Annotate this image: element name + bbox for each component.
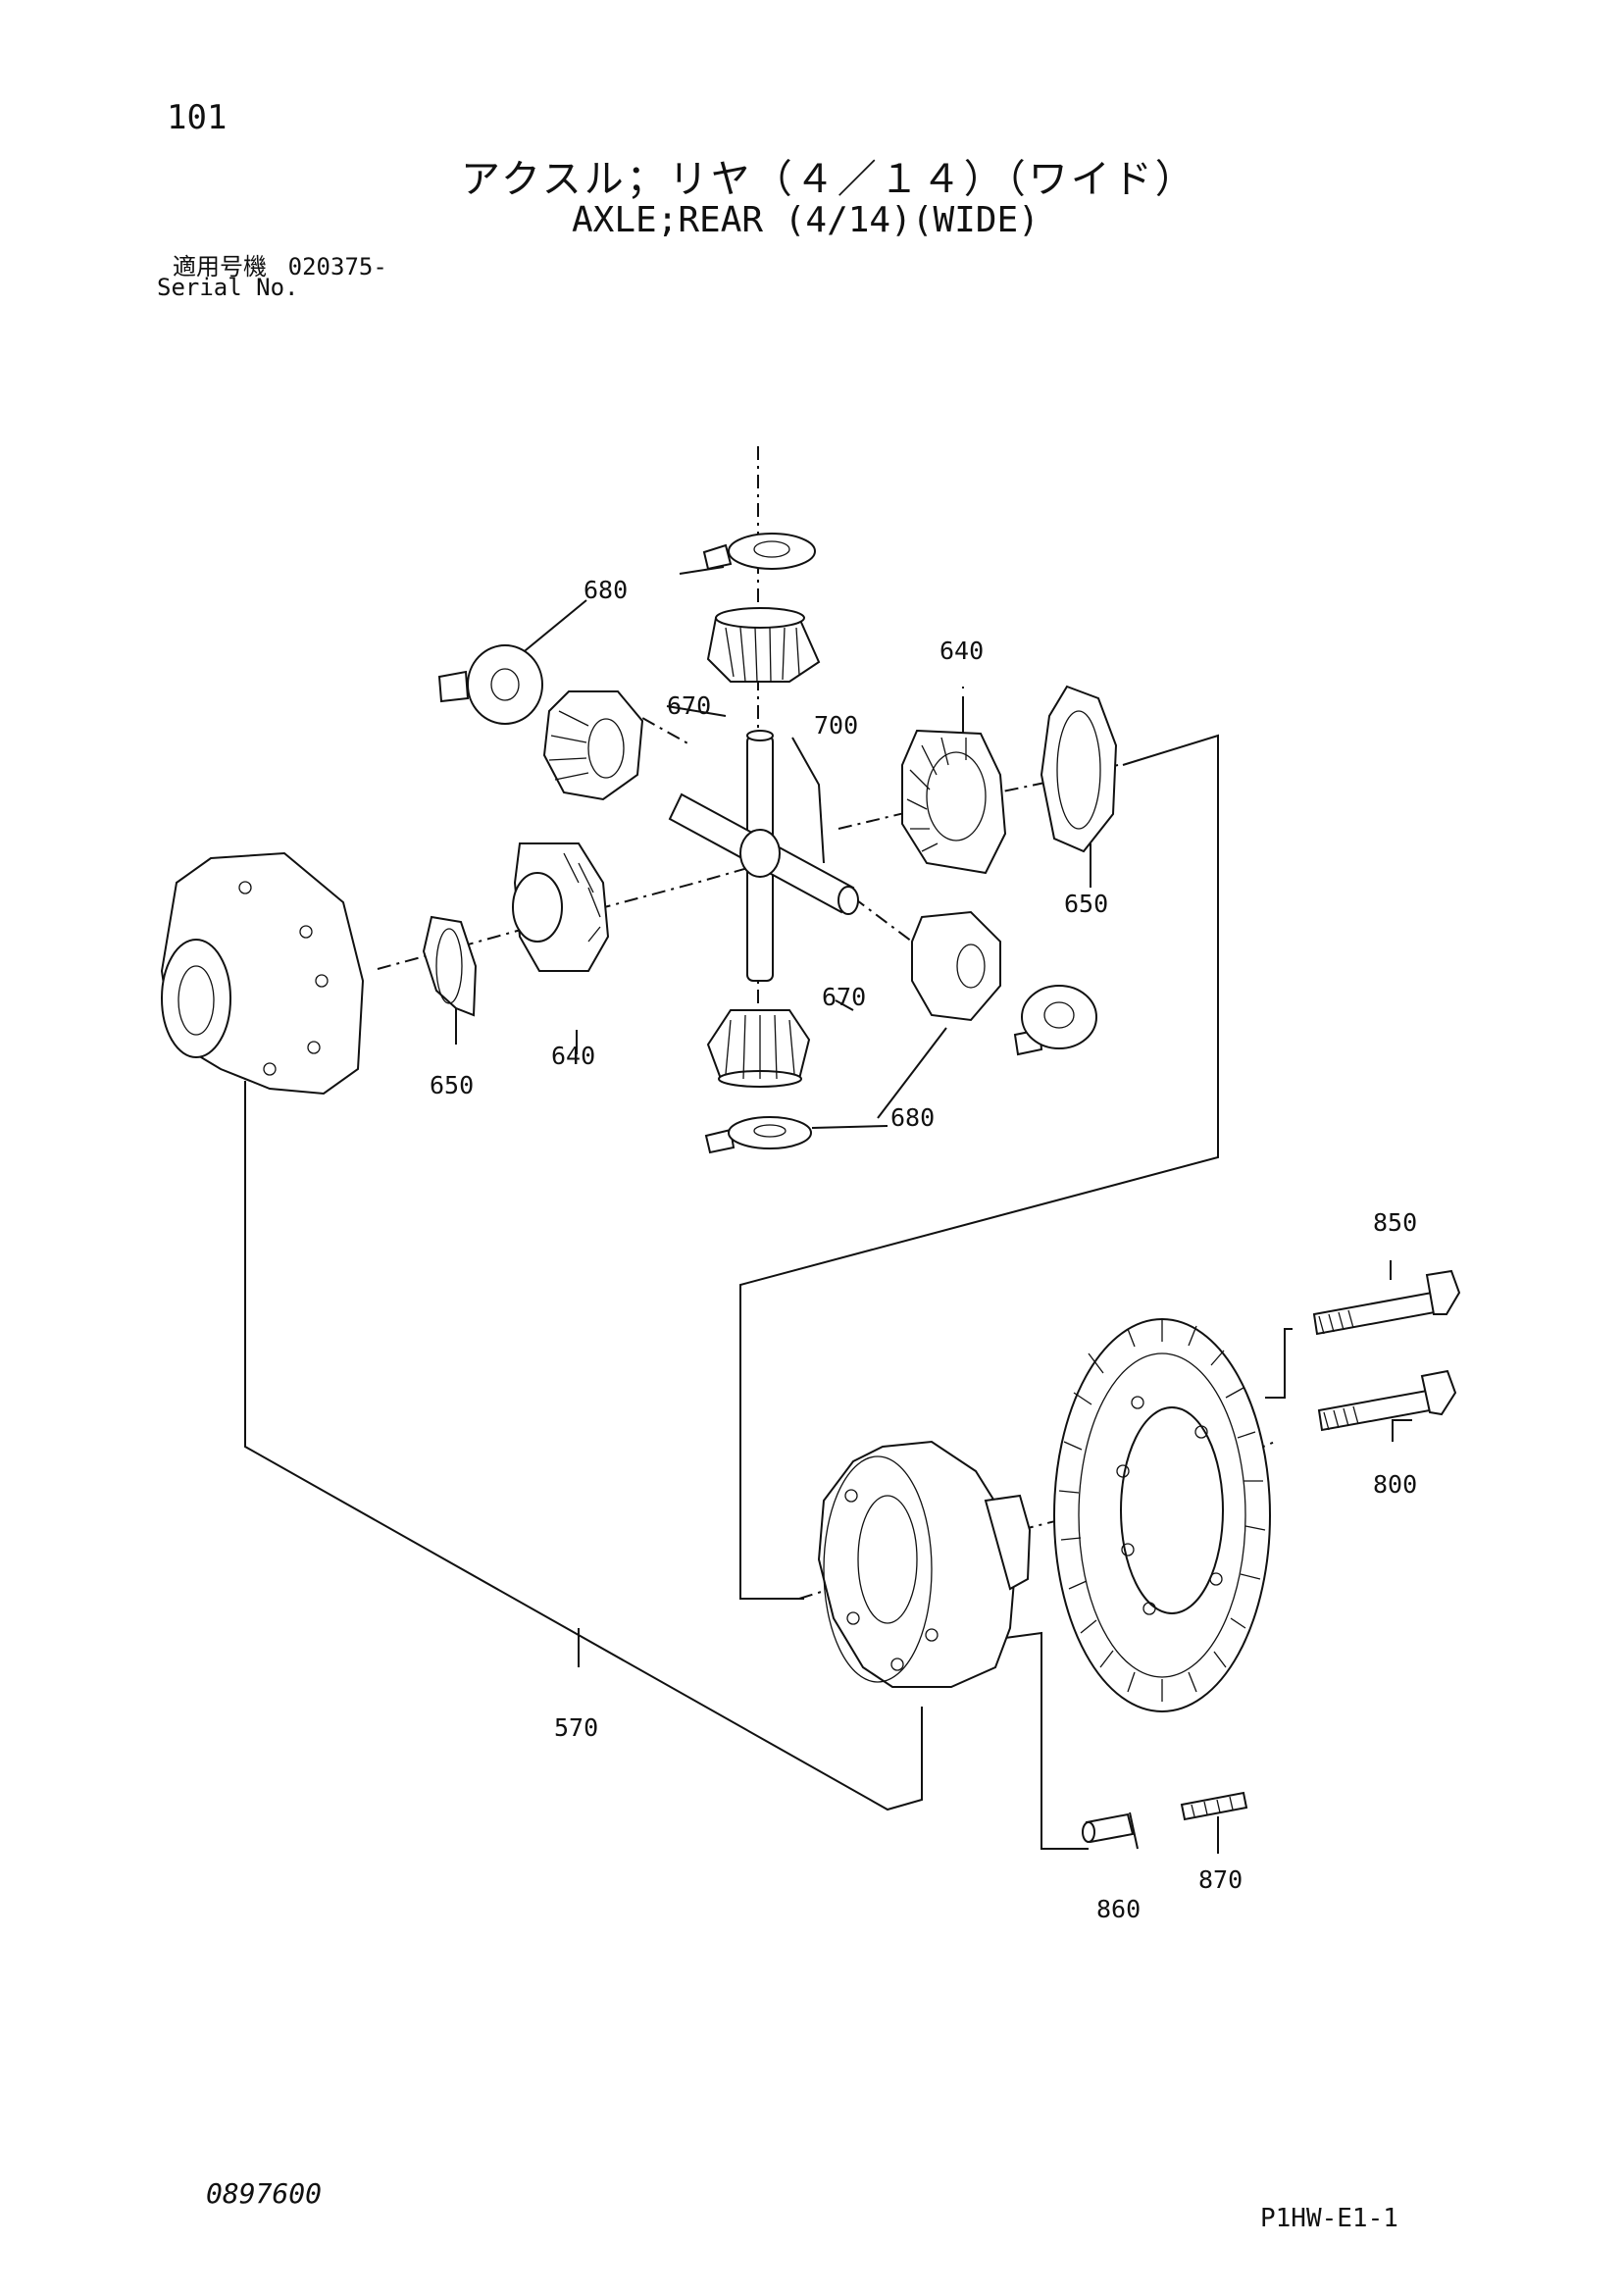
title-japanese: アクスル；リヤ（４／１４）（ワイド）	[461, 157, 1197, 202]
callout-680-top: 680	[584, 576, 628, 604]
serial-value: 020375-	[287, 253, 387, 281]
thrust-washer-bottom	[704, 1116, 812, 1154]
pinion-gear-bottom	[706, 1009, 811, 1088]
callout-570: 570	[554, 1713, 598, 1742]
spring-pin-870	[1180, 1791, 1248, 1821]
title-english: AXLE;REAR (4/14)(WIDE)	[572, 200, 1040, 240]
shim-left	[422, 915, 478, 1017]
bolt-850	[1312, 1269, 1461, 1336]
pin-860	[1082, 1812, 1135, 1844]
thrust-washer-top	[702, 533, 816, 571]
callout-650-right: 650	[1064, 890, 1108, 918]
callout-650-left: 650	[430, 1071, 474, 1099]
callout-700: 700	[814, 711, 858, 740]
callout-800: 800	[1373, 1470, 1417, 1499]
differential-case-right	[817, 1440, 1032, 1688]
serial-label-jp: 適用号機	[173, 253, 267, 281]
pinion-gear-bottom-right	[911, 910, 1001, 1022]
callout-labels: 680 670 640 700 650 650 640 670 680 850 …	[430, 576, 1417, 1923]
side-gear-right	[901, 729, 1007, 875]
callout-640-right: 640	[939, 637, 984, 665]
ring-gear	[1053, 1318, 1271, 1712]
callout-870: 870	[1198, 1865, 1243, 1894]
serial-line-japanese: 適用号機 020375-	[173, 247, 387, 281]
page-number: 101	[167, 98, 228, 137]
side-gear-left	[512, 842, 610, 972]
thrust-washer-bottom-right	[1013, 985, 1097, 1056]
callout-670-bottom: 670	[822, 983, 866, 1011]
callout-680-bottom: 680	[890, 1103, 935, 1132]
pinion-gear-top	[706, 607, 821, 683]
callout-670-top: 670	[667, 691, 711, 720]
leader-lines	[244, 566, 1412, 1854]
pinion-gear-left	[542, 690, 644, 801]
sheet-code: P1HW-E1-1	[1260, 2204, 1398, 2233]
callout-850: 850	[1373, 1208, 1417, 1237]
shim-right	[1040, 685, 1118, 853]
spider-cross-shaft	[668, 730, 859, 982]
document-code: 0897600	[206, 2177, 323, 2210]
callout-860: 860	[1096, 1895, 1141, 1923]
serial-label-english: Serial No.	[157, 274, 299, 301]
bolt-800	[1317, 1369, 1457, 1432]
thrust-washer-left	[437, 644, 543, 725]
differential-case-left	[160, 851, 365, 1096]
callout-640-left: 640	[551, 1042, 595, 1070]
